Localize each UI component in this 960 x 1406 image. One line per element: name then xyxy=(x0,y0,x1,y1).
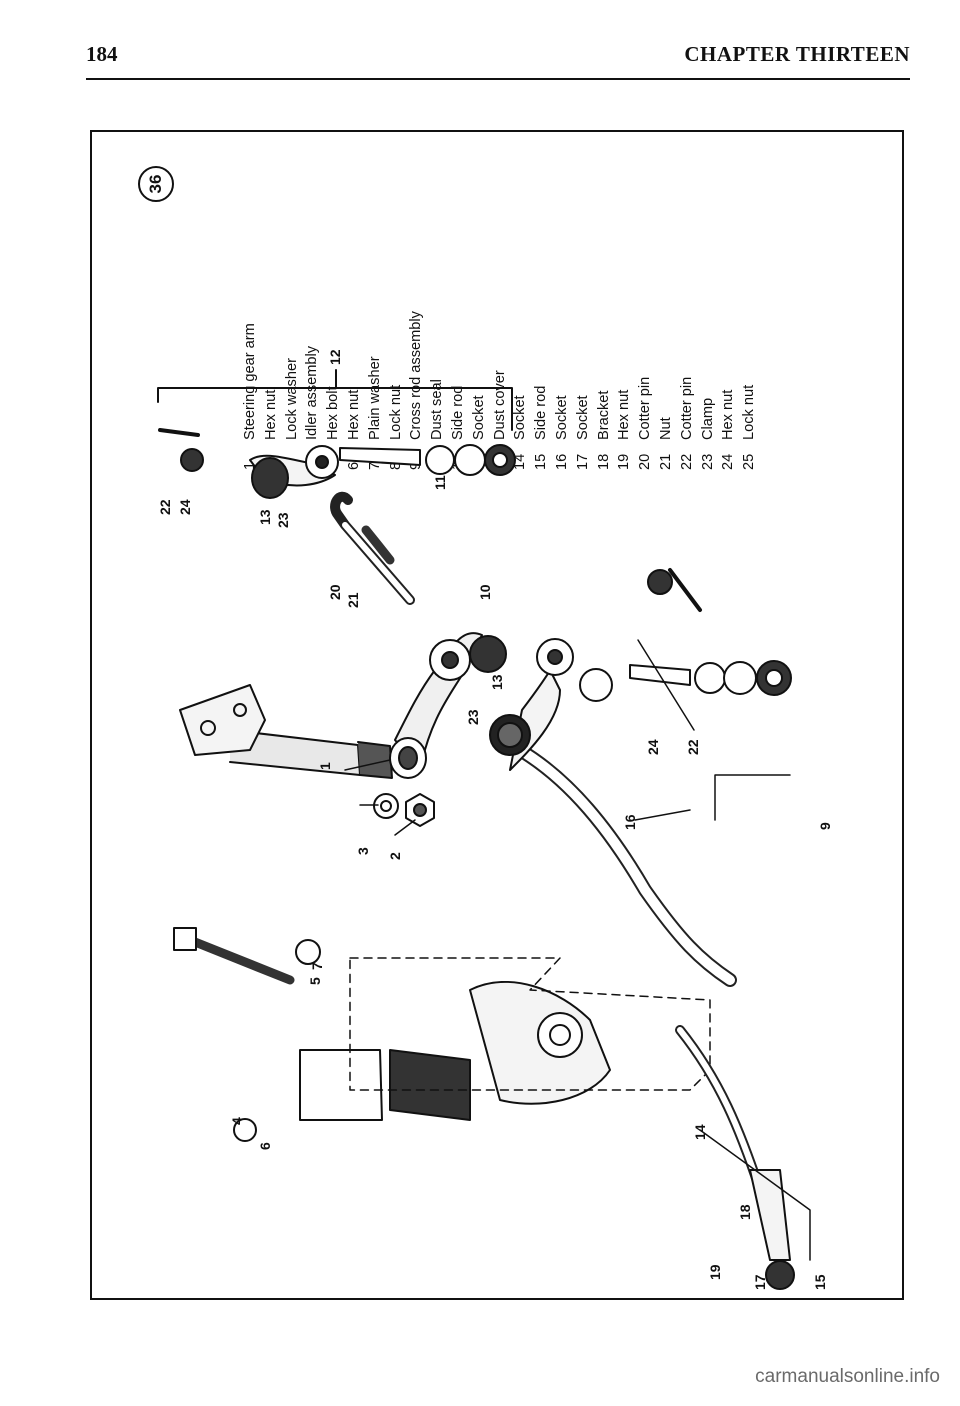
cotter-pin-22-upper xyxy=(158,428,200,437)
socket-12-dust-cover xyxy=(251,457,289,499)
chapter-title: CHAPTER THIRTEEN xyxy=(684,42,910,66)
hex-nut-24-lower xyxy=(647,569,673,595)
socket-12-seal-a xyxy=(425,445,455,475)
callout-13a: 13 xyxy=(257,509,273,525)
side-rod-11 xyxy=(330,491,415,605)
steering-gear-shaft xyxy=(229,729,361,776)
leader-box-lower xyxy=(637,639,695,731)
callout-22a: 22 xyxy=(157,499,173,515)
leader-2 xyxy=(394,819,416,836)
socket-ring-c xyxy=(723,661,757,695)
hex-bolt-5 xyxy=(185,935,295,985)
hex-nut-24-upper xyxy=(180,448,204,472)
socket-12-seal-b xyxy=(454,444,486,476)
callout-20: 20 xyxy=(327,584,343,600)
leader-16 xyxy=(634,809,691,821)
callout-13b: 13 xyxy=(489,674,505,690)
idler-bushing xyxy=(389,1049,471,1121)
socket-ring-b xyxy=(694,662,726,694)
hex-bolt-5-head xyxy=(173,927,197,951)
callout-16: 16 xyxy=(622,814,638,830)
hex-nut-6 xyxy=(233,1118,257,1142)
callout-3: 3 xyxy=(355,847,371,855)
callout-1: 1 xyxy=(317,762,333,770)
callout-21: 21 xyxy=(345,592,361,608)
callout-10: 10 xyxy=(477,584,493,600)
leader-1 xyxy=(344,759,391,771)
callout-23a: 23 xyxy=(275,512,291,528)
idler-dashed-outline xyxy=(349,957,711,1091)
callout-22b: 22 xyxy=(685,739,701,755)
page-header: 184 CHAPTER THIRTEEN xyxy=(86,38,910,80)
leader-9 xyxy=(714,774,791,821)
callout-17: 17 xyxy=(752,1274,768,1290)
callout-24a: 24 xyxy=(177,499,193,515)
callout-11: 11 xyxy=(432,475,448,490)
cotter-pin-22-lower xyxy=(668,568,702,612)
idler-bracket xyxy=(179,684,266,756)
side-rod-15 xyxy=(675,1025,765,1195)
page-number: 184 xyxy=(86,42,118,66)
figure-frame xyxy=(90,130,904,1300)
callout-5: 5 xyxy=(307,977,323,985)
steering-linkage-diagram: 1 2 3 4 5 6 7 9 10 11 12 13 13 14 15 16 … xyxy=(157,349,833,1290)
callout-14: 14 xyxy=(692,1124,708,1140)
tie-rod-end-ball xyxy=(765,1260,795,1290)
tie-rod-end-17 xyxy=(749,1169,791,1261)
socket-12-ballstud xyxy=(339,447,421,466)
idler-sleeve xyxy=(299,1049,383,1121)
callout-12: 12 xyxy=(327,349,343,365)
callout-24b: 24 xyxy=(645,739,661,755)
idler-bracket-hole xyxy=(200,720,216,736)
side-rod-threads xyxy=(361,525,395,565)
watermark-text: carmanualsonline.info xyxy=(755,1366,940,1387)
callout-2: 2 xyxy=(387,852,403,860)
lock-washer-part xyxy=(373,793,399,819)
callout-23b: 23 xyxy=(465,709,481,725)
plain-washer-7 xyxy=(295,939,321,965)
callout-15: 15 xyxy=(812,1274,828,1290)
callout-9: 9 xyxy=(817,822,833,830)
callout-18: 18 xyxy=(737,1204,753,1220)
callout-4: 4 xyxy=(229,1117,245,1125)
socket-ring-a xyxy=(579,668,613,702)
callout-7: 7 xyxy=(309,962,325,970)
leader-box-15 xyxy=(699,1129,811,1261)
dust-seal-10 xyxy=(469,635,507,673)
callout-6: 6 xyxy=(257,1142,273,1150)
leader-bracket-12 xyxy=(157,387,513,431)
callout-19: 19 xyxy=(707,1264,723,1280)
